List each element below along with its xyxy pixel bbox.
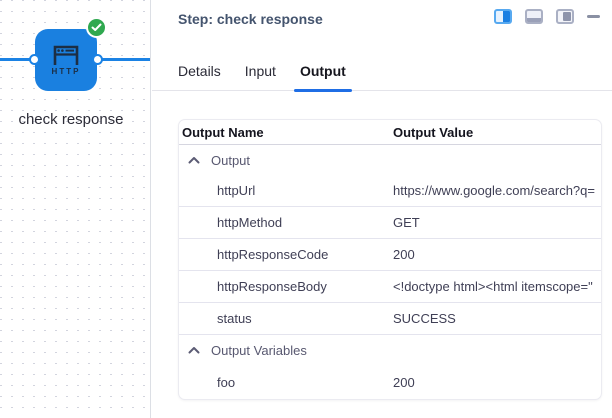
chevron-up-icon[interactable] xyxy=(188,346,200,354)
output-name-cell: httpMethod xyxy=(217,215,283,230)
output-name-cell: status xyxy=(217,311,252,326)
layout-dock-bottom-icon[interactable] xyxy=(525,9,543,24)
tab-details[interactable]: Details xyxy=(178,63,221,79)
column-header-output-value: Output Value xyxy=(393,124,474,140)
panel-tabs: Details Input Output xyxy=(152,61,612,92)
group-label: Output Variables xyxy=(211,342,307,358)
table-row[interactable]: httpResponseBody <!doctype html><html it… xyxy=(179,271,601,303)
table-row[interactable]: httpResponseCode 200 xyxy=(179,239,601,271)
panel-window-controls xyxy=(494,9,600,24)
table-row[interactable]: foo 200 xyxy=(179,365,601,399)
minimize-icon[interactable] xyxy=(587,15,600,18)
output-table: Output Name Output Value Output httpUrl … xyxy=(178,119,602,400)
success-check-icon xyxy=(86,17,107,38)
table-row[interactable]: httpUrl https://www.google.com/search?q= xyxy=(179,175,601,207)
output-name-cell: httpResponseBody xyxy=(217,279,327,294)
output-value-cell: <!doctype html><html itemscope=" xyxy=(393,279,593,294)
output-value-cell: 200 xyxy=(393,247,415,262)
http-step-node[interactable]: HTTP xyxy=(35,29,97,91)
output-value-cell: 200 xyxy=(393,374,415,390)
column-header-output-name: Output Name xyxy=(182,124,264,140)
group-row-output-variables[interactable]: Output Variables xyxy=(179,335,601,365)
output-name-cell: foo xyxy=(217,374,236,390)
layout-float-icon[interactable] xyxy=(556,9,574,24)
group-label: Output xyxy=(211,152,251,168)
input-port[interactable] xyxy=(29,54,40,65)
table-header-row: Output Name Output Value xyxy=(179,120,601,145)
tab-output[interactable]: Output xyxy=(293,61,352,92)
step-properties-panel: Step: check response Details Input Outpu… xyxy=(152,0,612,418)
table-row[interactable]: status SUCCESS xyxy=(179,303,601,335)
workflow-canvas[interactable]: HTTP check response xyxy=(0,0,151,418)
group-row-output[interactable]: Output xyxy=(179,145,601,175)
panel-title: Step: check response xyxy=(178,11,323,27)
node-type-label: HTTP xyxy=(51,67,81,76)
output-value-cell: SUCCESS xyxy=(393,311,456,326)
browser-window-icon xyxy=(53,45,79,65)
node-name-label: check response xyxy=(18,111,124,128)
output-name-cell: httpUrl xyxy=(217,183,256,198)
output-value-cell: GET xyxy=(393,215,420,230)
chevron-up-icon[interactable] xyxy=(188,156,200,164)
tab-input[interactable]: Input xyxy=(244,63,276,79)
output-name-cell: httpResponseCode xyxy=(217,247,329,262)
output-port[interactable] xyxy=(92,54,103,65)
table-row[interactable]: httpMethod GET xyxy=(179,207,601,239)
output-value-cell: https://www.google.com/search?q= xyxy=(393,183,595,198)
layout-dock-right-icon[interactable] xyxy=(494,9,512,24)
